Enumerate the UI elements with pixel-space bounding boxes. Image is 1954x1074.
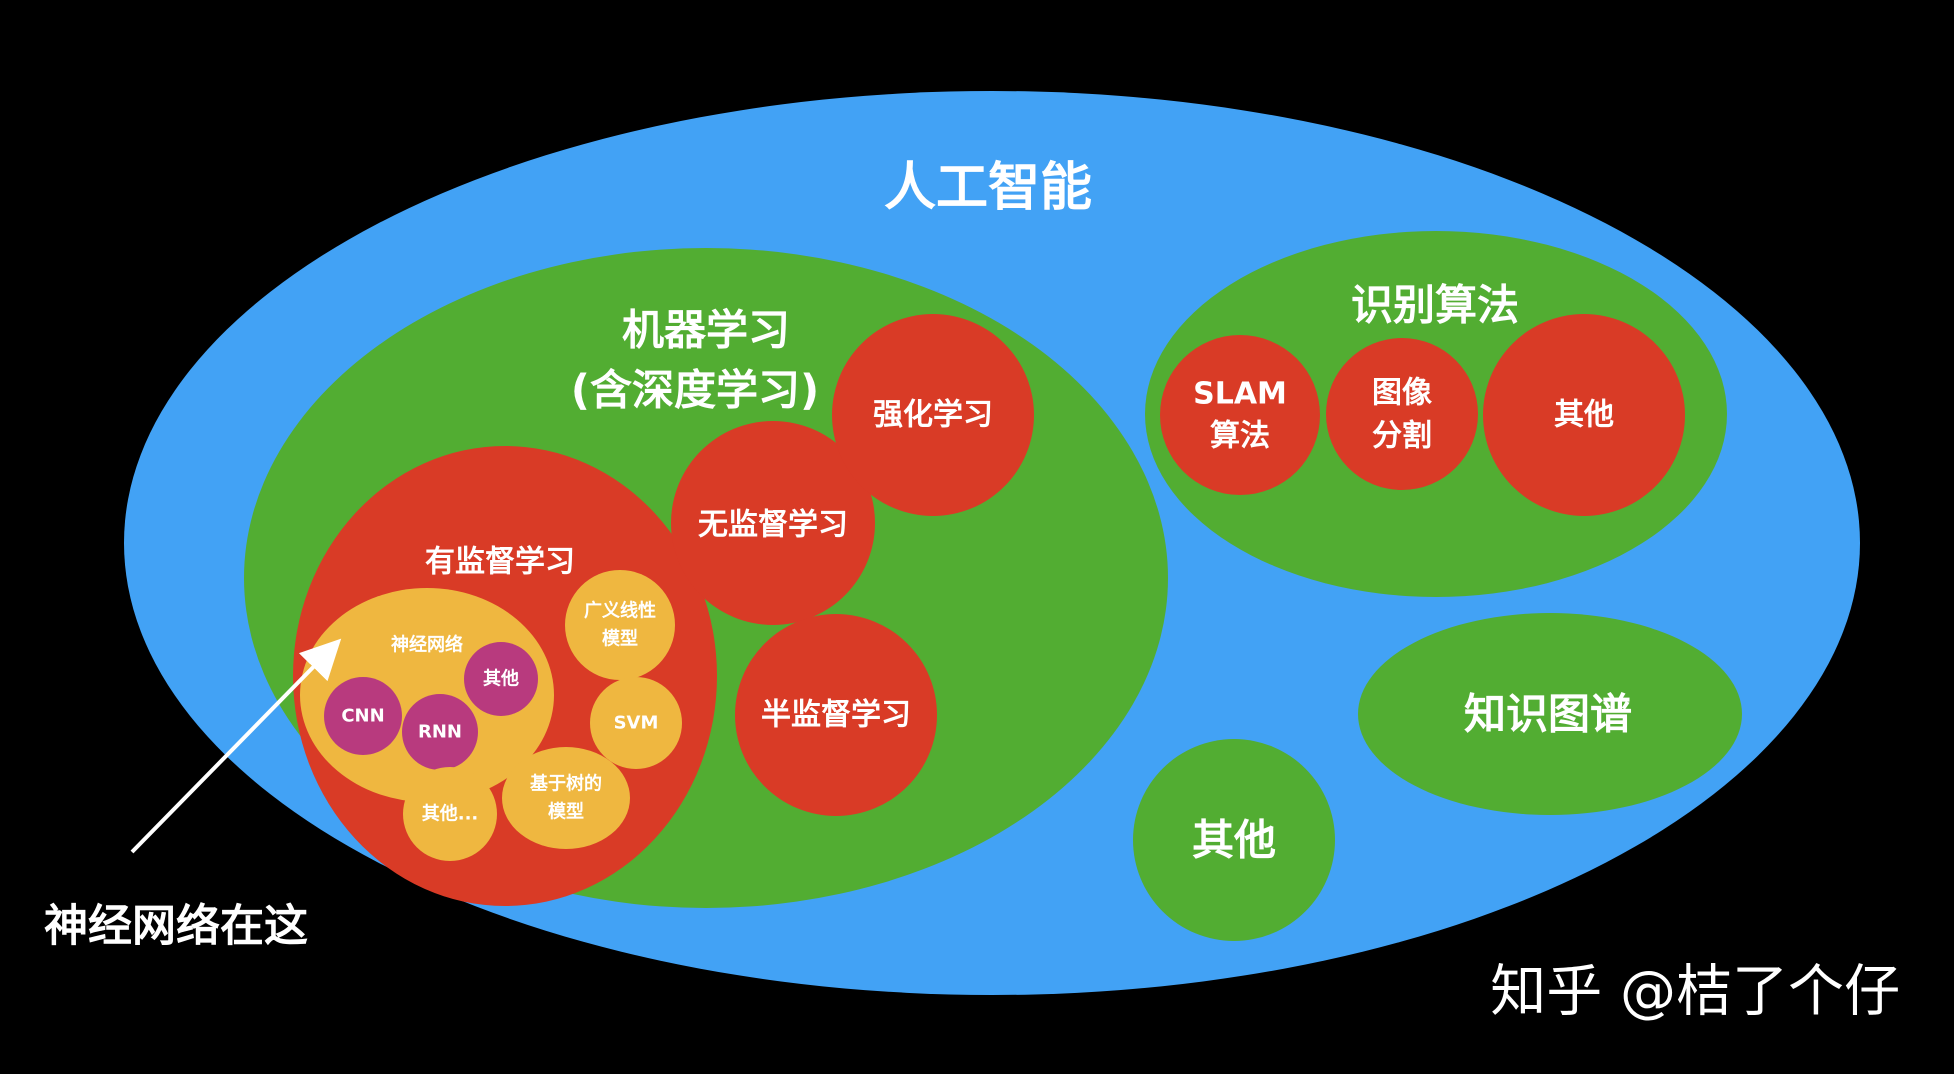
segmentation-node [1326, 338, 1478, 490]
unsupervised-learning-node [671, 421, 875, 625]
tree-model-label-line2: 模型 [548, 801, 584, 823]
reinforcement-learning-label: 强化学习 [873, 398, 993, 433]
glm-label-line2: 模型 [602, 628, 638, 650]
annotation-arrow [130, 638, 342, 854]
recognition-other-label: 其他 [1554, 398, 1614, 433]
unsupervised-learning-label: 无监督学习 [698, 508, 848, 543]
tree-model-node [502, 747, 630, 849]
rnn-node [402, 694, 478, 770]
recognition-label: 识别算法 [1351, 281, 1519, 330]
reinforcement-learning-node [832, 314, 1034, 516]
ai-label: 人工智能 [884, 158, 1092, 218]
cnn-node [324, 677, 402, 755]
supervised-other-label: 其他... [422, 803, 479, 825]
segmentation-label-line2: 分割 [1372, 419, 1432, 454]
neural-networks-label: 神经网络 [391, 634, 463, 656]
recognition-other-node [1483, 314, 1685, 516]
glm-label-line1: 广义线性 [584, 600, 656, 622]
supervised-other-node [403, 767, 497, 861]
svm-node [590, 677, 682, 769]
ai-other-label: 其他 [1192, 816, 1276, 865]
watermark: 知乎 @桔了个仔 [1490, 960, 1900, 1025]
ml-sublabel: (含深度学习) [571, 366, 819, 415]
slam-label-line2: 算法 [1210, 419, 1270, 454]
tree-model-label-line1: 基于树的 [529, 773, 602, 795]
rnn-label: RNN [418, 722, 462, 743]
slam-node [1160, 335, 1320, 495]
cnn-label: CNN [341, 706, 384, 727]
nn-other-node [464, 642, 538, 716]
slam-label-line1: SLAM [1193, 377, 1287, 412]
semi-supervised-learning-label: 半监督学习 [761, 698, 911, 733]
nn-other-label: 其他 [483, 668, 519, 690]
ml-label: 机器学习 [622, 306, 790, 355]
segmentation-label-line1: 图像 [1372, 376, 1432, 411]
annotation-text: 神经网络在这 [44, 901, 308, 952]
ai-other-node [1133, 739, 1335, 941]
knowledge-graph-region [1358, 613, 1742, 815]
svm-label: SVM [614, 713, 659, 734]
knowledge-graph-label: 知识图谱 [1464, 690, 1632, 739]
semi-supervised-learning-node [735, 614, 937, 816]
supervised-learning-label: 有监督学习 [425, 545, 575, 580]
glm-node [565, 570, 675, 680]
